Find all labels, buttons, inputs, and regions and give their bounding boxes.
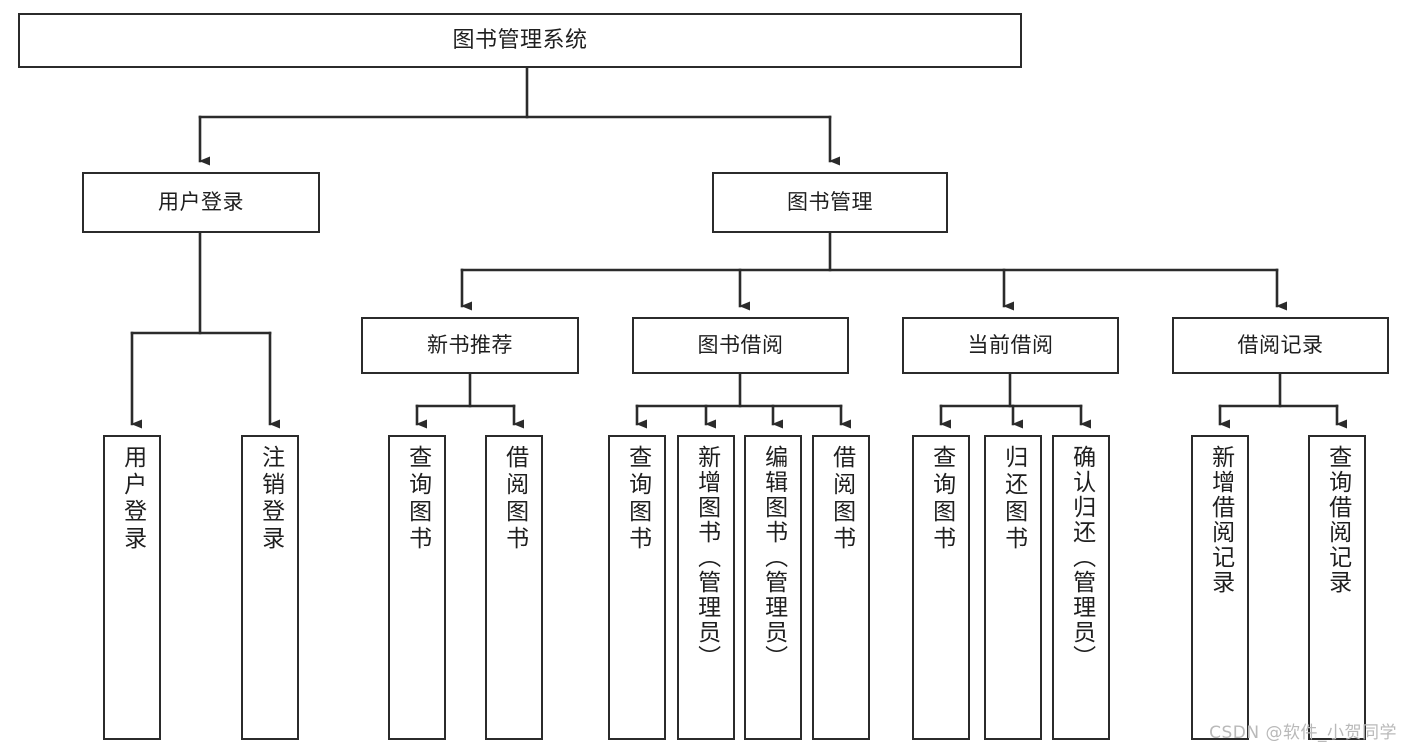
node-current-borrow[interactable]: 当前借阅 <box>902 317 1119 374</box>
node-leaf-query-record[interactable]: 查询借阅记录 <box>1308 435 1366 740</box>
node-label-leaf-user-login: 用户登录 <box>119 445 146 553</box>
node-new-book-recommend[interactable]: 新书推荐 <box>361 317 579 374</box>
node-label-leaf-query-book-1: 查询图书 <box>404 445 431 553</box>
node-leaf-confirm-return[interactable]: 确认归还（管理员） <box>1052 435 1110 740</box>
node-label-leaf-borrow-book-2: 借阅图书 <box>828 445 855 553</box>
node-label-current-borrow: 当前借阅 <box>967 333 1054 358</box>
node-book-management[interactable]: 图书管理 <box>712 172 948 233</box>
node-borrow-record[interactable]: 借阅记录 <box>1172 317 1389 374</box>
watermark-label: CSDN @软件_小贺同学 <box>1209 723 1397 743</box>
node-label-leaf-add-book: 新增图书（管理员） <box>693 445 720 670</box>
node-leaf-borrow-book-1[interactable]: 借阅图书 <box>485 435 543 740</box>
node-leaf-add-record[interactable]: 新增借阅记录 <box>1191 435 1249 740</box>
node-leaf-query-book-1[interactable]: 查询图书 <box>388 435 446 740</box>
node-label-leaf-query-record: 查询借阅记录 <box>1324 445 1351 595</box>
node-root[interactable]: 图书管理系统 <box>18 13 1022 68</box>
node-label-leaf-confirm-return: 确认归还（管理员） <box>1068 445 1095 670</box>
node-label-book-management: 图书管理 <box>787 190 873 215</box>
node-leaf-add-book[interactable]: 新增图书（管理员） <box>677 435 735 740</box>
node-label-leaf-edit-book: 编辑图书（管理员） <box>760 445 787 670</box>
node-label-leaf-add-record: 新增借阅记录 <box>1207 445 1234 595</box>
node-label-borrow-record: 借阅记录 <box>1237 333 1324 358</box>
node-leaf-user-login[interactable]: 用户登录 <box>103 435 161 740</box>
node-user-login[interactable]: 用户登录 <box>82 172 320 233</box>
node-label-book-borrow: 图书借阅 <box>697 333 784 358</box>
node-label-root: 图书管理系统 <box>452 27 588 53</box>
node-book-borrow[interactable]: 图书借阅 <box>632 317 849 374</box>
node-leaf-return-book[interactable]: 归还图书 <box>984 435 1042 740</box>
node-leaf-query-book-2[interactable]: 查询图书 <box>608 435 666 740</box>
node-label-leaf-query-book-3: 查询图书 <box>928 445 955 553</box>
node-leaf-borrow-book-2[interactable]: 借阅图书 <box>812 435 870 740</box>
node-label-leaf-user-logout: 注销登录 <box>257 445 284 553</box>
node-leaf-query-book-3[interactable]: 查询图书 <box>912 435 970 740</box>
node-label-leaf-return-book: 归还图书 <box>1000 445 1027 553</box>
node-label-leaf-borrow-book-1: 借阅图书 <box>501 445 528 553</box>
node-label-leaf-query-book-2: 查询图书 <box>624 445 651 553</box>
node-leaf-user-logout[interactable]: 注销登录 <box>241 435 299 740</box>
node-label-new-book-recommend: 新书推荐 <box>427 333 513 358</box>
node-leaf-edit-book[interactable]: 编辑图书（管理员） <box>744 435 802 740</box>
node-label-user-login: 用户登录 <box>158 190 244 215</box>
